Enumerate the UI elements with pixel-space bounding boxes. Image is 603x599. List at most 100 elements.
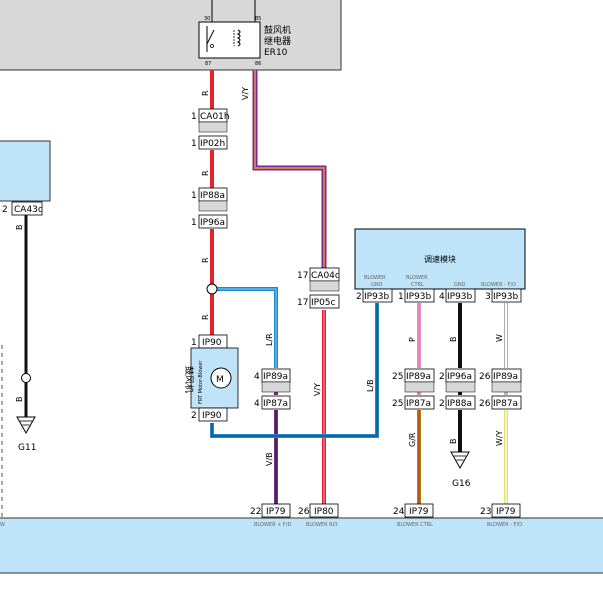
m4-box <box>491 288 522 303</box>
b1-pin: 22 <box>250 507 261 517</box>
connector-bottom-ip79-1[interactable]: 22 IP79 BLOWER + F/D <box>250 503 291 528</box>
module-col1-l1: BLOWER <box>364 275 386 281</box>
connector-ip02h[interactable]: 1 IP02h <box>191 135 228 150</box>
m1-pin: 2 <box>356 292 362 302</box>
b4-label: BLOWER - F/O <box>487 522 522 528</box>
b1-label: BLOWER + F/D <box>254 522 291 528</box>
wire-label-b2: B <box>449 439 458 445</box>
speed-control-module[interactable]: 调速模块 BLOWER GND BLOWER CTRL GND BLOWER -… <box>354 228 526 290</box>
wire-label-vy-top: V/Y <box>241 87 250 100</box>
wire-label-r1: R <box>201 90 210 96</box>
relay-pin-87: 87 <box>205 61 211 67</box>
connector-ip96a-top[interactable]: 1 IP96a <box>191 214 228 229</box>
m1-box <box>362 288 393 303</box>
ip87a-p-pin: 25 <box>392 399 403 409</box>
splice-left <box>21 373 31 383</box>
ground-g11-label: G11 <box>18 443 36 453</box>
m4-pin: 3 <box>485 292 491 302</box>
m3-box <box>445 288 476 303</box>
wire-label-r4: R <box>201 314 210 320</box>
ca01h-mate <box>198 121 228 133</box>
connector-module-4[interactable]: 3 IP93b <box>485 288 522 303</box>
ip87a-p-code: IP87a <box>406 399 431 409</box>
connector-ip87a-w[interactable]: 26 IP87a <box>479 395 522 410</box>
connector-ca04c[interactable]: 17 CA04c <box>297 267 340 292</box>
ip89a-w-pin: 26 <box>479 372 491 382</box>
ip89a-left-code: IP89a <box>263 372 288 382</box>
connector-bottom-ip79-2[interactable]: 24 IP79 BLOWER CTRL <box>393 503 434 528</box>
b4-box <box>491 503 521 518</box>
ip90-top-code: IP90 <box>202 338 222 348</box>
ip87a-left-code: IP87a <box>263 399 288 409</box>
module-col3: GND <box>454 282 466 288</box>
relay-pin-86: 86 <box>255 61 261 67</box>
ip88a-b-pin: 2 <box>439 399 445 409</box>
connector-ca43c[interactable]: 2 CA43c <box>2 201 43 216</box>
ip89a-left-pin: 4 <box>254 372 260 382</box>
wire-label-p: P <box>408 337 417 342</box>
b3-label: BLOWER CTRL <box>397 522 433 528</box>
connector-ip96a-b[interactable]: 2 IP96a <box>439 368 476 393</box>
b3-box <box>404 503 434 518</box>
ip96a-b-pin: 2 <box>439 372 445 382</box>
connector-bottom-ip80[interactable]: 26 IP80 BLOWER RLY <box>298 503 339 528</box>
module-col1-l2: GND <box>371 282 383 288</box>
ca01h-pin: 1 <box>191 112 197 122</box>
connector-ip87a-left[interactable]: 4 IP87a <box>254 395 291 410</box>
ip88a-b-box <box>445 395 476 410</box>
module-col2-l1: BLOWER <box>406 275 428 281</box>
connector-ip05c[interactable]: 17 IP05c <box>297 294 340 309</box>
m2-code: IP93b <box>406 292 432 302</box>
relay-code: ER10 <box>264 48 288 58</box>
connector-ca01h[interactable]: 1 CA01h <box>191 108 230 133</box>
bottom-module <box>0 517 603 574</box>
connector-ip89a-p[interactable]: 25 IP89a <box>392 368 435 393</box>
ip96a-top-code: IP96a <box>200 218 225 228</box>
wire-label-w: W <box>495 334 504 342</box>
wire-label-vy-mid: V/Y <box>313 383 322 396</box>
b2-box <box>309 503 339 518</box>
ip89a-p-code: IP89a <box>406 372 431 382</box>
connector-bottom-ip79-3[interactable]: 23 IP79 BLOWER - F/O <box>480 503 522 528</box>
wire-label-vb: V/B <box>265 452 274 466</box>
connector-ip88a-b[interactable]: 2 IP88a <box>439 395 476 410</box>
ground-g11[interactable]: G11 <box>16 416 36 453</box>
relay-contact <box>210 44 214 48</box>
connector-module-2[interactable]: 1 IP93b <box>398 288 435 303</box>
ip90-bot-box <box>198 407 228 422</box>
connector-ip89a-w[interactable]: 26 IP89a <box>479 368 522 393</box>
m4-code: IP93b <box>493 292 519 302</box>
wire-vy-top-stripe2 <box>254 70 325 268</box>
connector-module-1[interactable]: 2 IP93b <box>356 288 393 303</box>
module-col4: BLOWER - F/O <box>481 282 516 288</box>
connector-module-3[interactable]: 4 IP93b <box>439 288 476 303</box>
ip90-top-pin: 1 <box>191 338 197 348</box>
ip88a-top-code: IP88a <box>200 191 225 201</box>
ip89a-p-pin: 25 <box>392 372 403 382</box>
ca43c-code: CA43c <box>14 205 43 215</box>
b2-code: IP80 <box>314 507 334 517</box>
blower-motor[interactable]: 1 IP90 M FRT Motor-Blower 鼓风机 2 IP90 <box>183 334 239 422</box>
connector-ip88a-top[interactable]: 1 IP88a <box>191 187 228 212</box>
ca01h-code: CA01h <box>200 112 230 122</box>
ca04c-code: CA04c <box>311 271 340 281</box>
connector-ip87a-p[interactable]: 25 IP87a <box>392 395 435 410</box>
motor-symbol: M <box>216 375 224 385</box>
b3-code: IP79 <box>409 507 429 517</box>
ip88a-top-mate <box>198 200 228 212</box>
ip89a-left-mate <box>261 381 291 393</box>
m1-code: IP93b <box>364 292 390 302</box>
ip87a-w-pin: 26 <box>479 399 491 409</box>
ground-g16[interactable]: G16 <box>450 451 471 489</box>
m2-box <box>404 288 435 303</box>
splice-red <box>206 283 218 295</box>
ip90-bot-pin: 2 <box>191 411 197 421</box>
blower-relay[interactable]: 30 85 87 86 鼓风机 继电器 ER10 <box>198 16 291 67</box>
connector-ip89a-left[interactable]: 4 IP89a <box>254 368 291 393</box>
b1-code: IP79 <box>266 507 286 517</box>
ip02h-code: IP02h <box>200 139 225 149</box>
m2-pin: 1 <box>398 292 404 302</box>
ip87a-p-box <box>404 395 435 410</box>
ip87a-w-box <box>491 395 522 410</box>
